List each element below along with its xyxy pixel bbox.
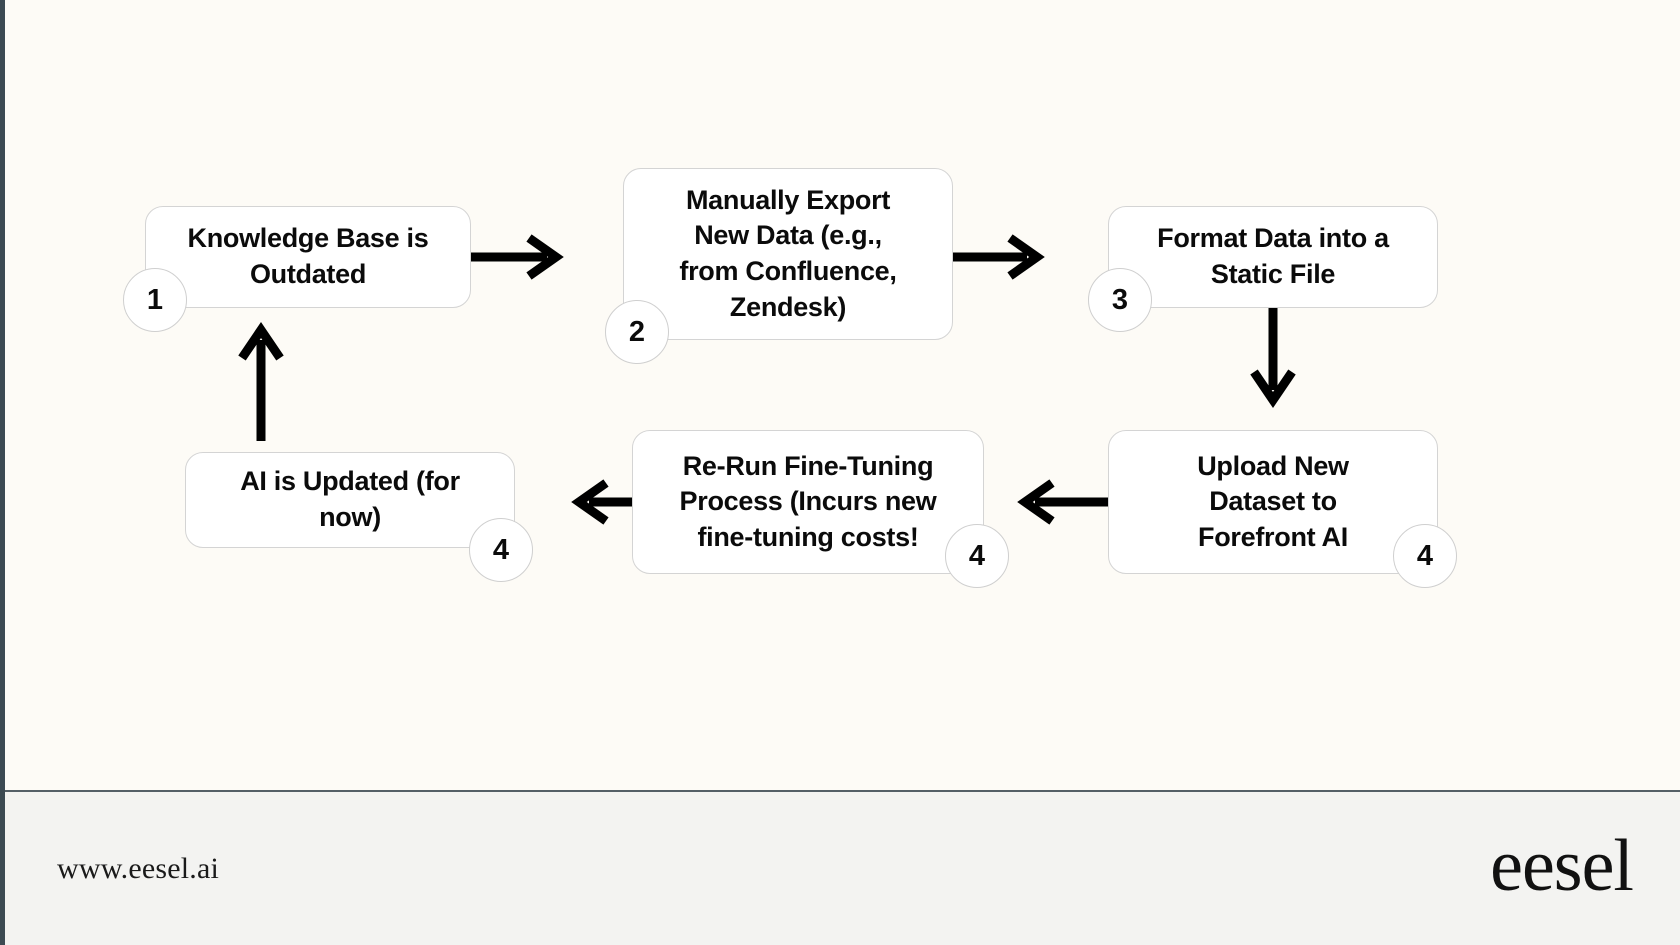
flow-node-label: Upload New Dataset to Forefront AI <box>1197 450 1349 552</box>
flowchart-connectors <box>238 234 1296 525</box>
flow-node-label: Re-Run Fine-Tuning Process (Incurs new f… <box>679 450 937 552</box>
arrow-rerun-to-updated <box>571 479 632 525</box>
arrow-format-to-upload <box>1250 308 1296 409</box>
flowchart-diagram: Knowledge Base is Outdated 1 Manually Ex… <box>5 0 1680 852</box>
flow-node-label: Manually Export New Data (e.g., from Con… <box>679 184 897 322</box>
flow-node-knowledge-base-outdated[interactable]: Knowledge Base is Outdated <box>145 206 471 308</box>
flow-node-badge-6: 4 <box>469 518 533 582</box>
flow-node-badge-4: 4 <box>1393 524 1457 588</box>
eesel-logo: eesel <box>1490 824 1634 907</box>
flow-node-badge-1: 1 <box>123 268 187 332</box>
arrow-upload-to-rerun <box>1017 479 1108 525</box>
page-footer: www.eesel.ai eesel <box>5 790 1680 945</box>
flow-node-upload-new-dataset[interactable]: Upload New Dataset to Forefront AI <box>1108 430 1438 574</box>
flow-node-format-data-static-file[interactable]: Format Data into a Static File <box>1108 206 1438 308</box>
flow-node-badge-3: 3 <box>1088 268 1152 332</box>
arrow-export-to-format <box>953 234 1045 280</box>
flow-node-badge-5: 4 <box>945 524 1009 588</box>
flow-node-label: AI is Updated (for now) <box>240 466 460 532</box>
flow-node-manually-export-new-data[interactable]: Manually Export New Data (e.g., from Con… <box>623 168 953 340</box>
footer-website-url: www.eesel.ai <box>57 851 220 885</box>
flow-node-label: Knowledge Base is Outdated <box>187 223 429 289</box>
arrow-updated-to-kb <box>238 321 284 441</box>
flow-node-ai-is-updated[interactable]: AI is Updated (for now) <box>185 452 515 548</box>
flow-node-rerun-fine-tuning[interactable]: Re-Run Fine-Tuning Process (Incurs new f… <box>632 430 984 574</box>
arrow-kb-to-export <box>471 234 564 280</box>
flow-node-badge-2: 2 <box>605 300 669 364</box>
flow-node-label: Format Data into a Static File <box>1157 223 1389 289</box>
